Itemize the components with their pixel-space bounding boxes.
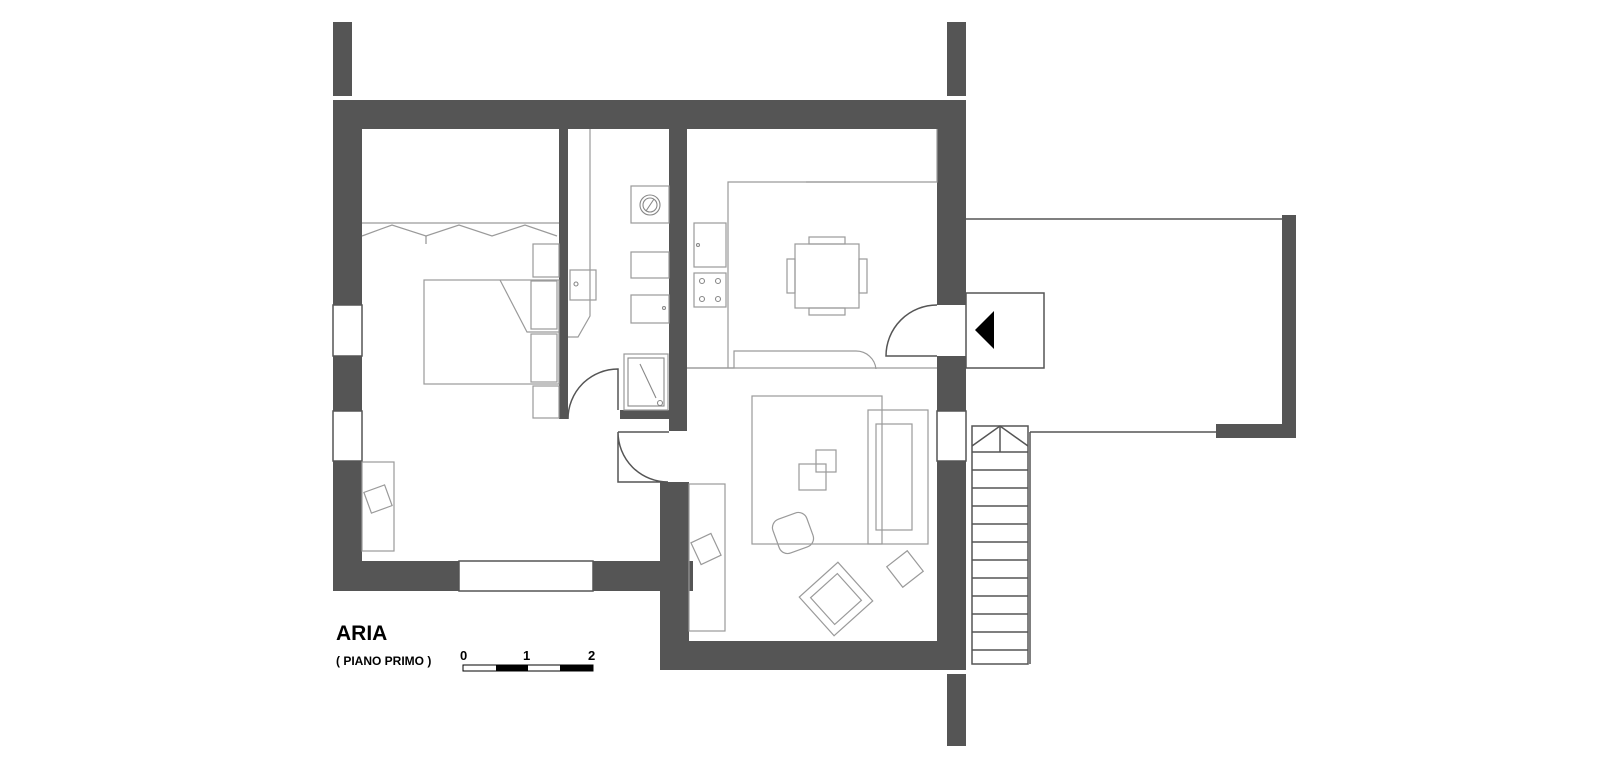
bedroom-furniture	[361, 222, 560, 552]
scale-label-2: 2	[588, 648, 595, 663]
terrace	[965, 215, 1296, 664]
staircase	[971, 425, 1029, 665]
scale-label-1: 1	[523, 648, 530, 663]
title-block: ARIA ( PIANO PRIMO )	[336, 622, 431, 668]
scale-label-0: 0	[460, 648, 467, 663]
drawing-subtitle: ( PIANO PRIMO )	[336, 654, 431, 668]
stair-outline	[971, 425, 1029, 665]
kitchen-furniture	[687, 129, 938, 370]
bathroom-fixtures	[568, 129, 670, 411]
doors	[567, 304, 938, 483]
drawing-title: ARIA	[336, 622, 387, 645]
exterior-walls	[333, 100, 966, 670]
living-furniture	[688, 395, 929, 637]
column-stubs	[333, 22, 966, 746]
entrance-arrow-icon	[975, 311, 994, 349]
windows	[332, 304, 967, 592]
interior-walls	[559, 129, 687, 431]
scale-bar: 0 1 2	[460, 648, 595, 672]
